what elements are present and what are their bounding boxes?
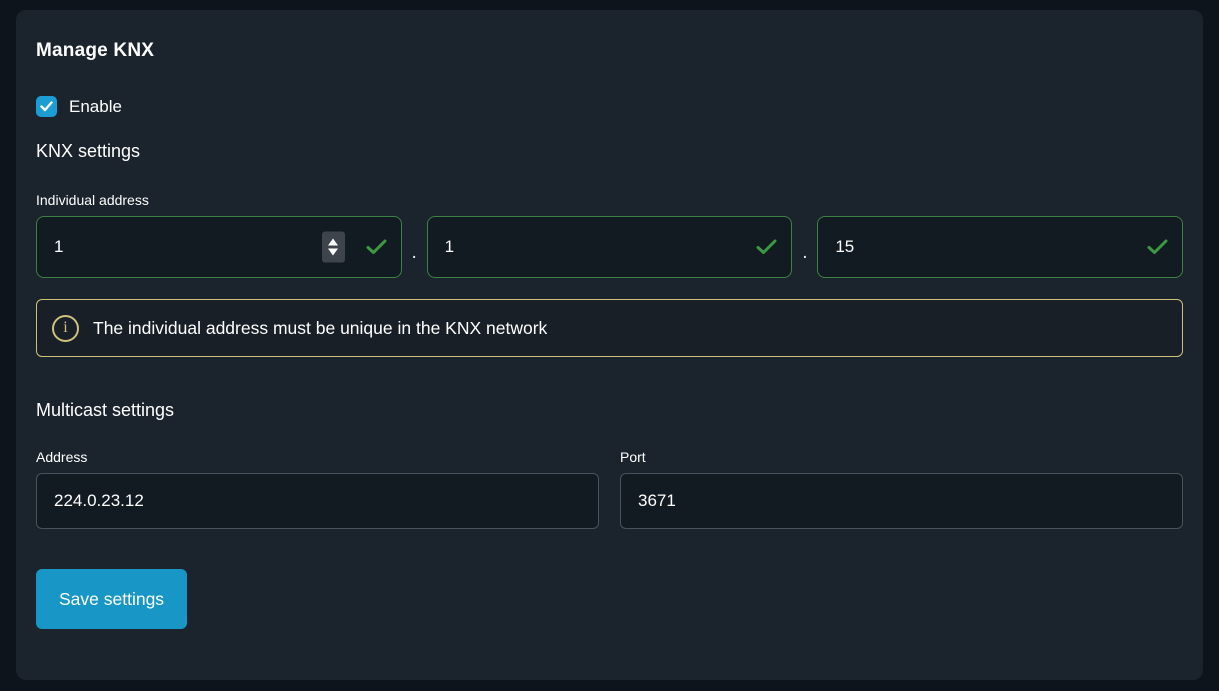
page-title: Manage KNX	[36, 40, 155, 61]
stepper-down-icon[interactable]	[328, 248, 339, 256]
individual-address-part-1-input[interactable]	[36, 216, 402, 278]
save-settings-button[interactable]: Save settings	[36, 569, 188, 629]
individual-address-field-area	[36, 216, 402, 278]
enable-checkbox[interactable]	[36, 96, 57, 117]
notice-text: The individual address must be unique in…	[93, 317, 548, 338]
multicast-fields-row: Address Port	[36, 449, 1183, 529]
multicast-port-input[interactable]	[620, 473, 1183, 529]
multicast-address-field-area: Address	[36, 449, 599, 529]
individual-address-field-area	[426, 216, 793, 278]
multicast-settings-heading: Multicast settings	[36, 400, 175, 420]
info-circle-icon: i	[52, 314, 79, 342]
knx-settings-heading: KNX settings	[36, 141, 141, 161]
address-separator: .	[802, 242, 808, 263]
individual-address-part-3-input[interactable]	[817, 216, 1184, 278]
individual-address-part-2-input[interactable]	[426, 216, 793, 278]
checkmark-icon	[40, 101, 53, 112]
manage-knx-panel: Manage KNX Enable KNX settings Individua…	[16, 10, 1203, 680]
individual-address-label: Individual address	[36, 192, 149, 208]
address-separator: .	[411, 242, 417, 263]
individual-address-row: . .	[36, 216, 1184, 278]
individual-address-field-area	[817, 216, 1184, 278]
enable-label: Enable	[69, 96, 122, 116]
number-stepper[interactable]	[321, 231, 345, 263]
multicast-address-input[interactable]	[36, 473, 599, 529]
unique-address-notice: i The individual address must be unique …	[36, 299, 1183, 357]
stepper-up-icon[interactable]	[328, 238, 339, 246]
multicast-address-label: Address	[36, 449, 88, 465]
enable-checkbox-row[interactable]: Enable	[36, 96, 122, 117]
multicast-port-label: Port	[620, 449, 646, 465]
multicast-port-field-area: Port	[620, 449, 1183, 529]
